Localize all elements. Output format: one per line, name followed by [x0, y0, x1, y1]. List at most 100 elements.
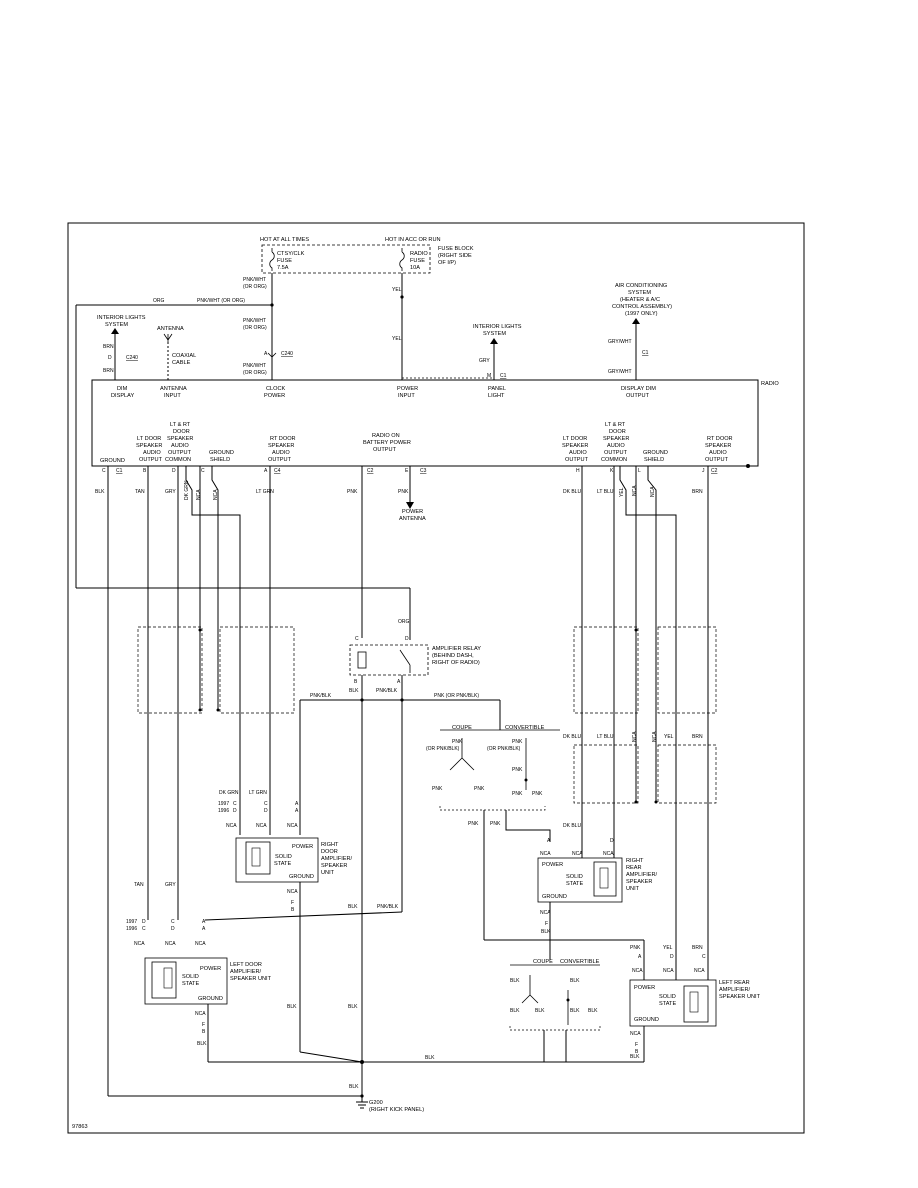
svg-text:PNK: PNK [630, 945, 641, 951]
svg-text:PNK: PNK [452, 739, 463, 745]
svg-text:LT BLU: LT BLU [597, 489, 614, 495]
svg-text:DK BLU: DK BLU [563, 489, 581, 495]
svg-text:SHIELD: SHIELD [644, 457, 664, 463]
svg-text:SOLID: SOLID [275, 854, 292, 860]
svg-text:SPEAKER: SPEAKER [136, 443, 162, 449]
svg-text:BLK: BLK [349, 688, 359, 694]
svg-text:C2: C2 [711, 468, 718, 474]
svg-text:GROUND: GROUND [289, 874, 314, 880]
svg-text:POWER: POWER [634, 985, 655, 991]
svg-text:DK BLU: DK BLU [563, 823, 581, 829]
svg-text:AMPLIFIER RELAY: AMPLIFIER RELAY [432, 646, 481, 652]
svg-text:(RIGHT SIDE: (RIGHT SIDE [438, 253, 472, 259]
svg-text:AUDIO: AUDIO [569, 450, 587, 456]
svg-text:B: B [291, 907, 295, 913]
svg-text:L: L [638, 468, 641, 474]
interior-lights-system-right: INTERIOR LIGHTS SYSTEM GRY M C1 [473, 324, 522, 380]
svg-text:DK GRN: DK GRN [184, 480, 190, 500]
svg-text:J: J [702, 468, 705, 474]
svg-text:RADIO: RADIO [410, 251, 428, 257]
ac-system: AIR CONDITIONING SYSTEM (HEATER & A/C CO… [608, 283, 672, 380]
svg-text:SPEAKER: SPEAKER [562, 443, 588, 449]
svg-text:BATTERY POWER: BATTERY POWER [363, 440, 411, 446]
svg-text:B: B [354, 679, 358, 685]
svg-text:A: A [264, 351, 268, 357]
svg-text:LT GRN: LT GRN [249, 790, 267, 796]
svg-text:C: C [201, 468, 205, 474]
svg-text:A: A [264, 468, 268, 474]
svg-text:SYSTEM: SYSTEM [628, 290, 651, 296]
svg-text:DISPLAY DIM: DISPLAY DIM [621, 386, 656, 392]
svg-text:PNK/BLK: PNK/BLK [376, 688, 398, 694]
svg-text:GROUND: GROUND [643, 450, 668, 456]
svg-text:RADIO ON: RADIO ON [372, 433, 400, 439]
svg-text:OUTPUT: OUTPUT [373, 447, 397, 453]
svg-text:BLK: BLK [425, 1055, 435, 1061]
svg-text:LIGHT: LIGHT [488, 393, 505, 399]
svg-text:PNK: PNK [490, 821, 501, 827]
svg-text:PNK (OR PNK/BLK): PNK (OR PNK/BLK) [434, 693, 479, 699]
svg-text:RT DOOR: RT DOOR [270, 436, 296, 442]
svg-text:PNK/WHT: PNK/WHT [243, 363, 266, 369]
svg-text:NCA: NCA [630, 1031, 641, 1037]
svg-text:K: K [610, 468, 614, 474]
left-rear-amplifier: PNK YEL BRN A D C NCA NCA NCA POWER SOLI… [629, 945, 761, 1060]
svg-text:COUPE: COUPE [533, 959, 553, 965]
svg-text:NCA: NCA [287, 889, 298, 895]
svg-text:INPUT: INPUT [398, 393, 415, 399]
svg-text:POWER: POWER [542, 862, 563, 868]
svg-text:SPEAKER: SPEAKER [705, 443, 731, 449]
svg-text:FUSE BLOCK: FUSE BLOCK [438, 246, 474, 252]
svg-text:RADIO: RADIO [761, 381, 779, 387]
svg-text:NCA: NCA [195, 1011, 206, 1017]
svg-text:D: D [233, 808, 237, 814]
svg-text:BLK: BLK [510, 1008, 520, 1014]
svg-text:AUDIO: AUDIO [272, 450, 290, 456]
svg-text:BLK: BLK [348, 1004, 358, 1010]
svg-text:(OR ORG): (OR ORG) [243, 325, 267, 331]
svg-text:YEL: YEL [392, 336, 402, 342]
svg-text:UNIT: UNIT [321, 870, 335, 876]
left-door-amplifier: 1997 D 1996 C C D A A NCA NCA NCA POWER … [126, 919, 272, 1047]
svg-text:TAN: TAN [135, 489, 145, 495]
svg-text:1997: 1997 [126, 919, 137, 925]
svg-text:BRN: BRN [692, 489, 703, 495]
svg-text:CTSY/CLK: CTSY/CLK [277, 251, 305, 257]
svg-text:A: A [638, 954, 642, 960]
svg-text:(OR ORG): (OR ORG) [243, 284, 267, 290]
svg-text:PNK: PNK [468, 821, 479, 827]
svg-text:C: C [171, 919, 175, 925]
svg-text:BLK: BLK [197, 1041, 207, 1047]
svg-text:STATE: STATE [659, 1001, 676, 1007]
svg-text:C4: C4 [274, 468, 281, 474]
hot-in-acc-label: HOT IN ACC OR RUN [385, 237, 441, 243]
svg-text:H: H [576, 468, 580, 474]
diagram-frame [67, 222, 805, 1134]
svg-text:AUDIO: AUDIO [143, 450, 161, 456]
svg-text:BLK: BLK [630, 1054, 640, 1060]
svg-text:YEL: YEL [663, 945, 673, 951]
svg-text:COMMON: COMMON [165, 457, 191, 463]
svg-text:C1: C1 [500, 373, 507, 379]
svg-text:NCA: NCA [650, 486, 656, 497]
svg-text:COMMON: COMMON [601, 457, 627, 463]
svg-text:(BEHIND DASH,: (BEHIND DASH, [432, 653, 474, 659]
svg-text:SPEAKER: SPEAKER [268, 443, 294, 449]
svg-text:DOOR: DOOR [321, 849, 338, 855]
svg-text:NCA: NCA [603, 851, 614, 857]
svg-text:DK GRN: DK GRN [219, 790, 239, 796]
svg-text:SPEAKER: SPEAKER [626, 879, 652, 885]
svg-text:UNIT: UNIT [626, 886, 640, 892]
svg-text:AMPLIFIER/: AMPLIFIER/ [626, 872, 658, 878]
svg-text:GRY/WHT: GRY/WHT [608, 339, 632, 345]
svg-text:NCA: NCA [256, 823, 267, 829]
svg-text:BLK: BLK [535, 1008, 545, 1014]
svg-text:POWER: POWER [402, 509, 423, 515]
svg-text:DISPLAY: DISPLAY [111, 393, 134, 399]
svg-text:E: E [405, 468, 409, 474]
svg-text:1996: 1996 [218, 808, 229, 814]
svg-text:INPUT: INPUT [164, 393, 181, 399]
svg-text:(RIGHT KICK PANEL): (RIGHT KICK PANEL) [369, 1107, 424, 1113]
svg-text:SOLID: SOLID [566, 874, 583, 880]
svg-text:NCA: NCA [694, 968, 705, 974]
